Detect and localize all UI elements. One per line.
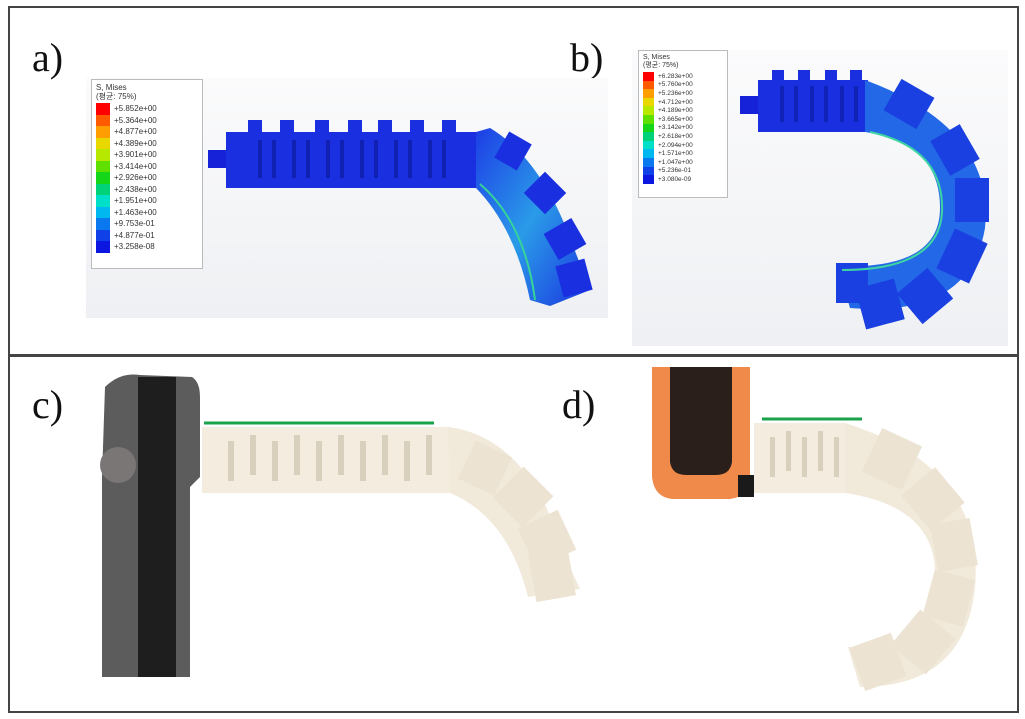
legend-row: +1.463e+00: [96, 206, 198, 218]
legend-row: +6.283e+00: [643, 72, 723, 81]
legend-value: +2.926e+00: [114, 173, 157, 183]
legend-color-swatch: [643, 80, 654, 90]
legend-color-swatch: [96, 126, 110, 138]
legend-value: +5.852e+00: [114, 104, 157, 114]
legend-value: +1.951e+00: [114, 196, 157, 206]
legend-row: +2.094e+00: [643, 140, 723, 150]
legend-value: +5.760e+00: [658, 81, 693, 89]
legend-row: +2.618e+00: [643, 132, 723, 141]
legend-color-swatch: [643, 72, 654, 81]
legend-color-swatch: [643, 166, 654, 176]
legend-value: +3.901e+00: [114, 150, 157, 160]
panel-label-a: a): [32, 35, 64, 80]
legend-color-swatch: [96, 218, 110, 230]
legend-color-swatch: [96, 241, 110, 253]
legend-color-swatch: [643, 123, 654, 133]
legend-value: +3.258e-08: [114, 242, 155, 252]
legend-value: +3.414e+00: [114, 161, 157, 171]
legend-value: +1.463e+00: [114, 207, 157, 217]
legend-value: +3.080e-09: [658, 175, 692, 183]
legend-value: +3.142e+00: [658, 124, 693, 132]
legend-color-swatch: [96, 183, 110, 195]
legend-color-swatch: [643, 140, 654, 150]
photo-c-printed-actuator: [100, 374, 580, 677]
legend-value: +1.047e+00: [658, 158, 693, 166]
legend-row: +1.047e+00: [643, 157, 723, 167]
legend-row: +1.951e+00: [96, 195, 198, 207]
legend-value: +2.618e+00: [658, 132, 693, 140]
simulation-panel-row: a) b) S, Mises(평균: 75%) +5.852e+00+5.364…: [8, 6, 1019, 356]
legend-color-swatch: [643, 89, 654, 98]
legend-color-swatch: [643, 106, 654, 115]
legend-value: +4.877e+00: [114, 127, 157, 137]
legend-row: +4.389e+00: [96, 137, 198, 149]
legend-a-subtitle: (평균: 75%): [96, 92, 137, 101]
legend-value: +5.364e+00: [114, 115, 157, 125]
legend-row: +3.258e-08: [96, 241, 198, 253]
legend-color-swatch: [643, 157, 654, 167]
legend-color-swatch: [643, 97, 654, 107]
legend-b-subtitle: (평균: 75%): [643, 62, 679, 69]
photo-d-printed-actuator: [652, 367, 978, 692]
stress-legend-a: S, Mises(평균: 75%) +5.852e+00+5.364e+00 +4…: [91, 79, 203, 269]
legend-row: +2.926e+00: [96, 172, 198, 184]
legend-row: +2.438e+00: [96, 183, 198, 195]
legend-color-swatch: [96, 206, 110, 218]
legend-b-title: S, Mises: [643, 54, 670, 61]
legend-color-swatch: [96, 103, 110, 115]
panel-label-d: d): [562, 382, 596, 427]
panel-label-c: c): [32, 382, 64, 427]
legend-value: +2.438e+00: [114, 184, 157, 194]
simulation-a-actuator: [208, 120, 593, 306]
legend-row: +3.142e+00: [643, 123, 723, 133]
legend-row: +3.080e-09: [643, 175, 723, 184]
legend-color-swatch: [96, 172, 110, 184]
legend-value: +3.665e+00: [658, 115, 693, 123]
legend-row: +3.901e+00: [96, 149, 198, 161]
legend-row: +5.364e+00: [96, 114, 198, 126]
legend-color-swatch: [643, 175, 654, 184]
legend-value: +1.571e+00: [658, 150, 693, 158]
legend-color-swatch: [96, 137, 110, 149]
legend-value: +4.877e-01: [114, 230, 155, 240]
panel-label-b: b): [570, 35, 604, 80]
legend-value: +9.753e-01: [114, 219, 155, 229]
stress-legend-b: S, Mises(평균: 75%) +6.283e+00+5.760e+00+5…: [638, 50, 728, 198]
legend-value: +4.389e+00: [114, 138, 157, 148]
legend-row: +4.877e-01: [96, 229, 198, 241]
legend-row: +4.712e+00: [643, 97, 723, 107]
legend-value: +5.236e+00: [658, 89, 693, 97]
legend-value: +4.712e+00: [658, 98, 693, 106]
legend-row: +5.236e-01: [643, 166, 723, 176]
legend-color-swatch: [96, 149, 110, 161]
legend-row: +5.852e+00: [96, 103, 198, 115]
legend-color-swatch: [96, 195, 110, 207]
legend-value: +6.283e+00: [658, 72, 693, 80]
legend-color-swatch: [96, 229, 110, 241]
simulation-b-actuator: [740, 70, 989, 330]
legend-color-swatch: [96, 114, 110, 126]
legend-color-swatch: [643, 114, 654, 124]
legend-row: +3.665e+00: [643, 114, 723, 124]
legend-row: +5.760e+00: [643, 80, 723, 90]
legend-row: +4.189e+00: [643, 106, 723, 115]
legend-color-swatch: [96, 160, 110, 172]
legend-row: +3.414e+00: [96, 160, 198, 172]
legend-value: +2.094e+00: [658, 141, 693, 149]
legend-color-swatch: [643, 149, 654, 158]
legend-row: +1.571e+00: [643, 149, 723, 158]
legend-row: +4.877e+00: [96, 126, 198, 138]
legend-a-title: S, Mises: [96, 83, 127, 92]
legend-value: +5.236e-01: [658, 167, 692, 175]
legend-row: +5.236e+00: [643, 89, 723, 98]
legend-color-swatch: [643, 132, 654, 141]
legend-row: +9.753e-01: [96, 218, 198, 230]
legend-value: +4.189e+00: [658, 107, 693, 115]
photo-panel-row: c) d): [8, 355, 1019, 713]
